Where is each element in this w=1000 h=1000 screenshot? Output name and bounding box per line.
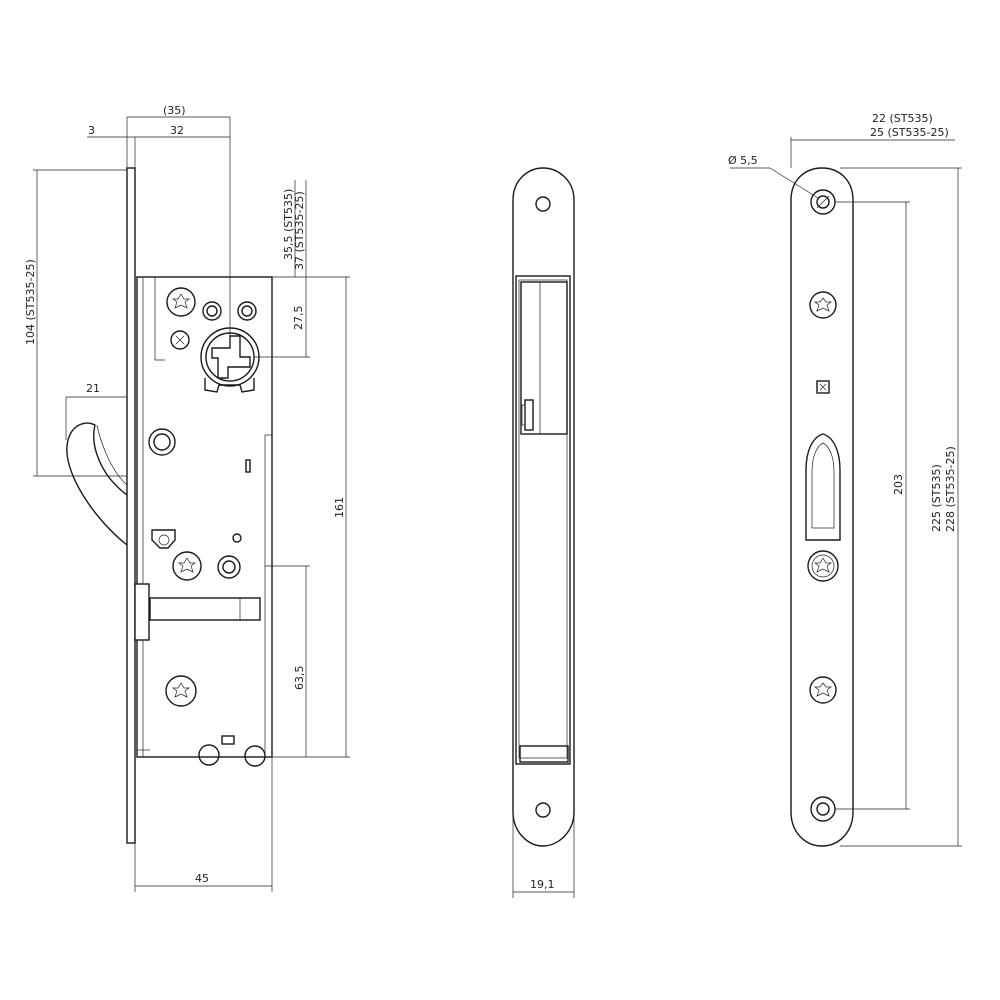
dim-27-5-label: 27,5 — [292, 306, 305, 331]
torx-screw-icon — [809, 676, 837, 704]
dim-225-label: 225 (ST535) — [930, 464, 943, 532]
hole-icon — [535, 196, 551, 212]
bolt-tail — [149, 597, 261, 621]
bolt-head — [134, 583, 150, 641]
hole-icon — [202, 301, 222, 321]
hook — [66, 422, 128, 546]
torx-screw-icon — [166, 287, 196, 317]
torx-screw-icon — [809, 291, 837, 319]
dim-161-label: 161 — [333, 497, 346, 518]
hook-slot — [805, 433, 841, 541]
hole-icon — [217, 555, 241, 579]
dim-203-label: 203 — [892, 474, 905, 495]
dim-45-label: 45 — [195, 872, 209, 885]
dim-228-label: 228 (ST535-25) — [944, 446, 957, 532]
hole-diameter-label: Ø 5,5 — [728, 154, 758, 167]
hole-icon — [237, 301, 257, 321]
dim-63-5-label: 63,5 — [293, 666, 306, 691]
dim-19-1-label: 19,1 — [530, 878, 555, 891]
dim-32-label: 32 — [170, 124, 184, 137]
edge-view: 19,1 — [512, 167, 575, 898]
dim-3-label: 3 — [88, 124, 95, 137]
front-view: Ø 5,5 22 (ST535) 25 (ST535-25) 203 225 (… — [728, 112, 962, 847]
faceplate — [126, 167, 136, 844]
torx-screw-icon — [172, 551, 202, 581]
dim-35-label: (35) — [163, 104, 186, 117]
dim-25-label: 25 (ST535-25) — [870, 126, 949, 139]
faceplate-outline — [790, 167, 854, 847]
hole-icon — [198, 744, 220, 766]
dim-104-label: 104 (ST535-25) — [24, 259, 37, 345]
case-slot — [515, 275, 571, 765]
faceplate-outline — [512, 167, 575, 847]
dim-22-label: 22 (ST535) — [872, 112, 933, 125]
side-view: (35) 3 32 35,5 (ST535) 37 (ST535-25) 27,… — [24, 104, 350, 892]
hole-icon — [148, 428, 176, 456]
dim-21-label: 21 — [86, 382, 100, 395]
dim-37-label: 37 (ST535-25) — [293, 191, 306, 270]
hole-icon — [244, 745, 266, 767]
torx-screw-icon — [807, 550, 839, 582]
hole-icon — [535, 802, 551, 818]
small-screw-icon — [816, 380, 830, 394]
small-screw-icon — [170, 330, 190, 350]
torx-screw-icon — [165, 675, 197, 707]
hole-icon — [810, 796, 836, 822]
dim-35-5-label: 35,5 (ST535) — [282, 189, 295, 260]
lock-case — [136, 276, 273, 758]
bolt-face — [520, 281, 568, 435]
